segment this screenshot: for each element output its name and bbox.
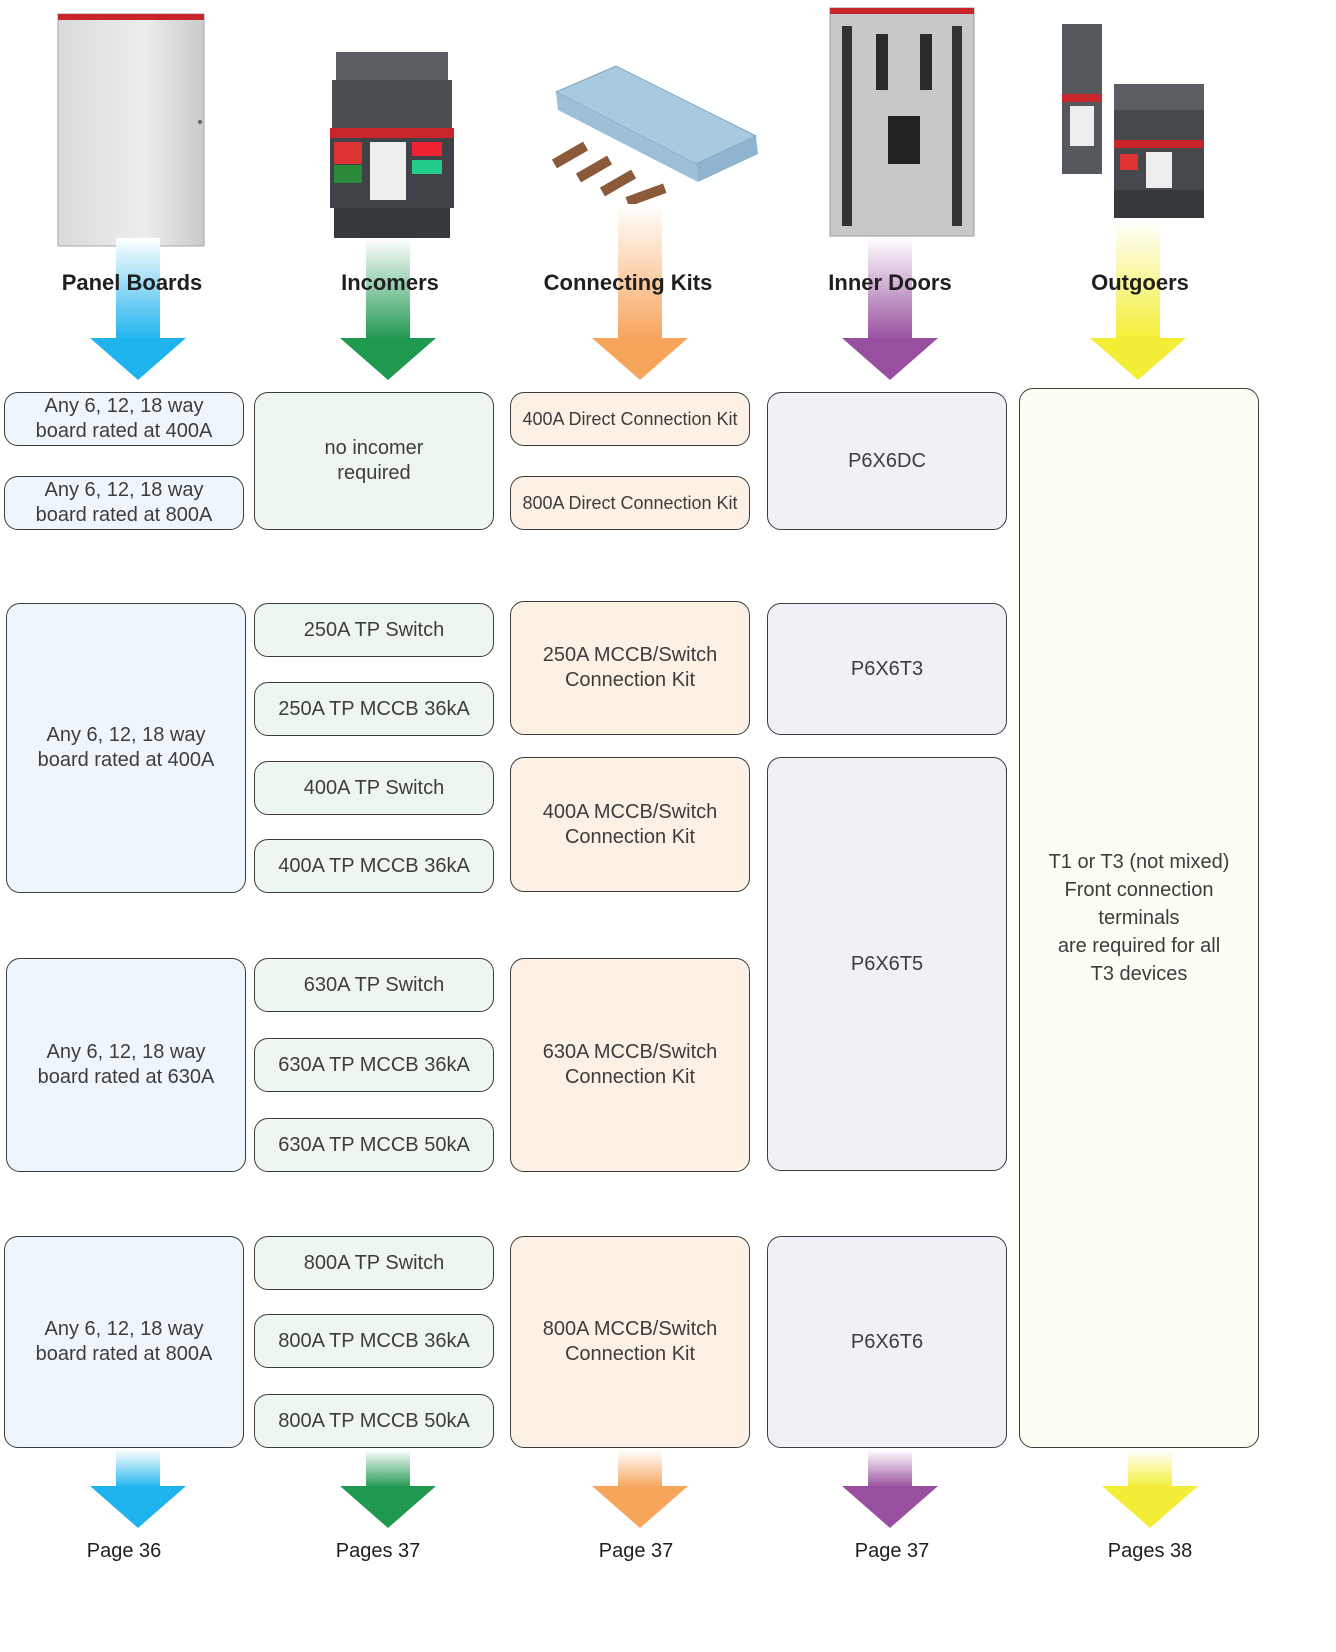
panel-board-label: Any 6, 12, 18 way board rated at 800A [35,479,213,526]
outgoers-arrow [1090,220,1186,380]
incomer-box: 800A TP Switch [254,1236,494,1290]
incomer-box: 800A TP MCCB 50kA [254,1394,494,1448]
panel-board-label: Any 6, 12, 18 way board rated at 630A [37,1041,215,1088]
panel-board-box: Any 6, 12, 18 way board rated at 400A [6,603,246,893]
header-outgoers: Outgoers [1091,270,1189,295]
incomer-label: 630A TP MCCB 36kA [278,1053,470,1076]
inner-door-box: P6X6DC [767,392,1007,530]
page-ref-panel-boards: Page 36 [86,1540,162,1562]
connecting-kits-bottom-arrow [592,1450,688,1528]
incomer-box: 630A TP MCCB 50kA [254,1118,494,1172]
inner-door-label: P6X6T6 [850,1330,924,1353]
inner-door-box: P6X6T6 [767,1236,1007,1448]
inner-doors-bottom-arrow [842,1450,938,1528]
header-incomers: Incomers [341,270,439,295]
incomer-label: 630A TP Switch [303,973,445,996]
incomer-label: 400A TP MCCB 36kA [278,854,470,877]
panel-board-box: Any 6, 12, 18 way board rated at 800A [4,1236,244,1448]
panel-board-box: Any 6, 12, 18 way board rated at 630A [6,958,246,1172]
incomers-arrow [340,238,436,380]
outgoers-bottom-arrow [1102,1450,1198,1528]
panel-board-box: Any 6, 12, 18 way board rated at 400A [4,392,244,446]
connecting-kit-label: 400A Direct Connection Kit [522,408,738,429]
connecting-kit-box: 800A Direct Connection Kit [510,476,750,530]
connecting-kit-box: 400A Direct Connection Kit [510,392,750,446]
incomer-box: 250A TP MCCB 36kA [254,682,494,736]
incomer-box: 630A TP Switch [254,958,494,1012]
incomer-label: 250A TP Switch [303,618,445,641]
connecting-kit-box: 630A MCCB/Switch Connection Kit [510,958,750,1172]
incomer-box: 400A TP Switch [254,761,494,815]
incomers-bottom-arrow [340,1450,436,1528]
incomer-box: 800A TP MCCB 36kA [254,1314,494,1368]
page-ref-outgoers: Pages 38 [1107,1540,1193,1562]
incomer-label: 400A TP Switch [303,776,445,799]
connecting-kit-label: 630A MCCB/Switch Connection Kit [542,1041,718,1088]
connecting-kit-label: 800A MCCB/Switch Connection Kit [542,1318,718,1365]
connecting-kit-box: 250A MCCB/Switch Connection Kit [510,601,750,735]
incomer-box: no incomer required [254,392,494,530]
incomer-breaker-image [328,50,456,240]
panel-board-label: Any 6, 12, 18 way board rated at 400A [37,724,215,771]
inner-door-label: P6X6DC [848,449,926,472]
page-ref-connecting-kits: Page 37 [598,1540,674,1562]
connecting-kit-label: 250A MCCB/Switch Connection Kit [542,644,718,691]
inner-door-image [828,6,976,238]
connecting-kit-box: 400A MCCB/Switch Connection Kit [510,757,750,892]
incomer-box: 250A TP Switch [254,603,494,657]
outgoers-box: T1 or T3 (not mixed) Front connection te… [1019,388,1259,1448]
panel-board-label: Any 6, 12, 18 way board rated at 800A [35,1318,213,1365]
header-panel-boards: Panel Boards [61,270,203,295]
page-ref-incomers: Pages 37 [335,1540,421,1562]
inner-doors-arrow [842,238,938,380]
panel-board-box: Any 6, 12, 18 way board rated at 800A [4,476,244,530]
inner-door-label: P6X6T3 [850,657,924,680]
incomer-label: 800A TP MCCB 36kA [278,1329,470,1352]
connecting-kit-image [546,64,762,207]
outgoers-note: T1 or T3 (not mixed) Front connection te… [1048,851,1230,985]
header-connecting-kits: Connecting Kits [543,270,713,295]
connecting-kit-label: 800A Direct Connection Kit [522,492,738,513]
panel-boards-bottom-arrow [90,1450,186,1528]
panel-board-label: Any 6, 12, 18 way board rated at 400A [35,395,213,442]
outgoer-breaker-image [1056,14,1206,220]
inner-door-box: P6X6T5 [767,757,1007,1171]
inner-door-label: P6X6T5 [850,952,924,975]
incomer-label: 800A TP MCCB 50kA [278,1409,470,1432]
connecting-kit-label: 400A MCCB/Switch Connection Kit [542,800,718,848]
inner-door-box: P6X6T3 [767,603,1007,735]
incomer-label: 250A TP MCCB 36kA [278,697,470,720]
incomer-box: 630A TP MCCB 36kA [254,1038,494,1092]
connecting-kits-arrow [592,204,688,380]
header-inner-doors: Inner Doors [828,270,952,295]
panel-board-image [56,12,206,248]
page-ref-inner-doors: Page 37 [854,1540,930,1562]
incomer-label: 800A TP Switch [303,1251,445,1274]
incomer-label: no incomer required [324,437,424,484]
panel-boards-arrow [90,238,186,380]
incomer-label: 630A TP MCCB 50kA [278,1133,470,1156]
connecting-kit-box: 800A MCCB/Switch Connection Kit [510,1236,750,1448]
incomer-box: 400A TP MCCB 36kA [254,839,494,893]
